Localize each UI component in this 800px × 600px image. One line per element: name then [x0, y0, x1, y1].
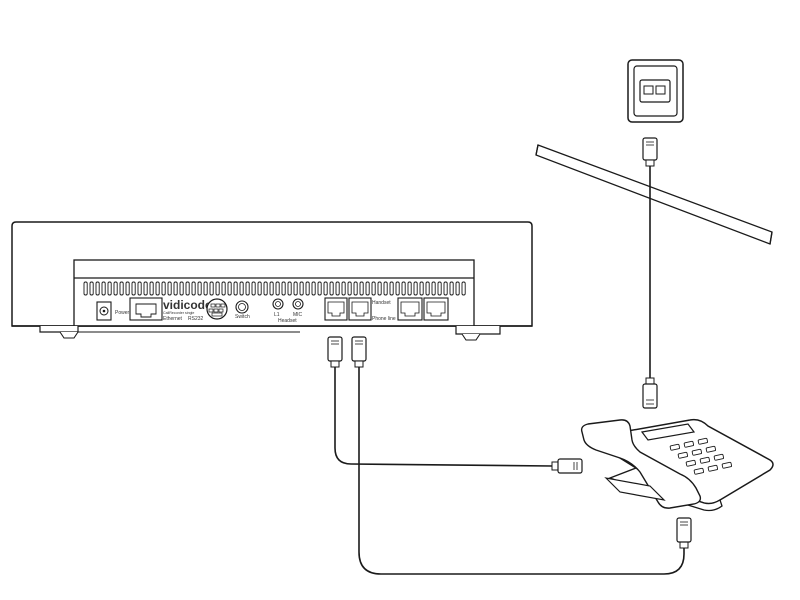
- phone-line-label: Phone line: [372, 316, 396, 322]
- ethernet-label: Ethernet: [163, 316, 183, 322]
- vent-slot: [275, 281, 280, 296]
- vent-slot: [329, 281, 334, 296]
- wall-socket: [627, 59, 684, 123]
- vent-slot: [281, 281, 286, 296]
- phone-key: [707, 464, 719, 472]
- vent-slot: [239, 281, 244, 296]
- vent-slot: [401, 281, 406, 296]
- vent-slot: [305, 281, 310, 296]
- vent-slot: [365, 281, 370, 296]
- vent-slot: [371, 281, 376, 296]
- phone-key: [693, 467, 705, 475]
- vent-slot: [353, 281, 358, 296]
- vent-slot: [173, 281, 178, 296]
- vent-slot: [287, 281, 292, 296]
- vent-slot: [83, 281, 88, 296]
- phone-key: [699, 456, 711, 464]
- vent-slot: [233, 281, 238, 296]
- vent-slot: [149, 281, 154, 296]
- vent-slot: [293, 281, 298, 296]
- phone-key: [683, 440, 695, 448]
- brand-logo-text: vidicode: [163, 298, 212, 312]
- vent-slot: [383, 281, 388, 296]
- vent-slot: [377, 281, 382, 296]
- phone-keypad: [669, 437, 733, 475]
- vent-slot: [269, 281, 274, 296]
- vent-slot: [185, 281, 190, 296]
- vent-slot: [107, 281, 112, 296]
- phone-key: [677, 451, 689, 459]
- phone-display: [640, 423, 696, 441]
- call-recorder-device: Power Ethernet vidicode CallRecorder sin…: [11, 221, 533, 341]
- vent-slot: [419, 281, 424, 296]
- vent-slot: [461, 281, 466, 296]
- vent-slot: [137, 281, 142, 296]
- vent-slot: [425, 281, 430, 296]
- vent-slot: [317, 281, 322, 296]
- phone-key: [721, 461, 733, 469]
- vent-slot: [167, 281, 172, 296]
- vent-slot: [431, 281, 436, 296]
- switch-label: Switch: [235, 314, 250, 320]
- vent-slot: [143, 281, 148, 296]
- rs232-label: RS232: [188, 316, 204, 322]
- phone-key: [705, 445, 717, 453]
- phone-key: [691, 448, 703, 456]
- phone-key: [697, 437, 709, 445]
- power-label: Power: [115, 310, 130, 316]
- vent-slot: [323, 281, 328, 296]
- vent-slot: [311, 281, 316, 296]
- vent-slot: [257, 281, 262, 296]
- vent-slot: [407, 281, 412, 296]
- phone-key: [669, 443, 681, 451]
- phone-key: [685, 459, 697, 467]
- cable-recorder-to-phone-line: [351, 336, 692, 575]
- vent-slot: [221, 281, 226, 296]
- vent-slot: [299, 281, 304, 296]
- vent-slot: [263, 281, 268, 296]
- vent-slot: [245, 281, 250, 296]
- vent-slot: [197, 281, 202, 296]
- mic-label: MIC: [293, 312, 303, 318]
- vent-slot: [119, 281, 124, 296]
- headset-label: Headset: [278, 318, 297, 324]
- vent-slot: [455, 281, 460, 296]
- vent-slot: [449, 281, 454, 296]
- vent-slot: [335, 281, 340, 296]
- vent-slot: [101, 281, 106, 296]
- vent-slot: [125, 281, 130, 296]
- vent-slot: [161, 281, 166, 296]
- vent-slot: [395, 281, 400, 296]
- cable-recorder-to-handset: [327, 336, 583, 474]
- vent-slot: [227, 281, 232, 296]
- vent-slot: [437, 281, 442, 296]
- vent-slot: [359, 281, 364, 296]
- vent-slot: [443, 281, 448, 296]
- vent-slot: [155, 281, 160, 296]
- vent-slot: [341, 281, 346, 296]
- desk-telephone: [580, 418, 774, 512]
- vent-slot: [131, 281, 136, 296]
- vent-slot: [179, 281, 184, 296]
- vent-slot: [113, 281, 118, 296]
- vent-slot: [203, 281, 208, 296]
- cable-wall-to-phone: [642, 137, 658, 409]
- vent-slot: [347, 281, 352, 296]
- product-name: CallRecorder single: [163, 311, 194, 315]
- wall-shelf: [535, 144, 773, 245]
- vent-slot: [209, 281, 214, 296]
- vent-slot: [251, 281, 256, 296]
- vent-slots: [83, 281, 466, 296]
- vent-slot: [95, 281, 100, 296]
- vent-slot: [215, 281, 220, 296]
- vent-slot: [389, 281, 394, 296]
- vent-slot: [413, 281, 418, 296]
- phone-key: [713, 453, 725, 461]
- vent-slot: [89, 281, 94, 296]
- handset-label: Handset: [372, 300, 391, 306]
- vent-slot: [191, 281, 196, 296]
- l1-label: L1: [274, 312, 280, 318]
